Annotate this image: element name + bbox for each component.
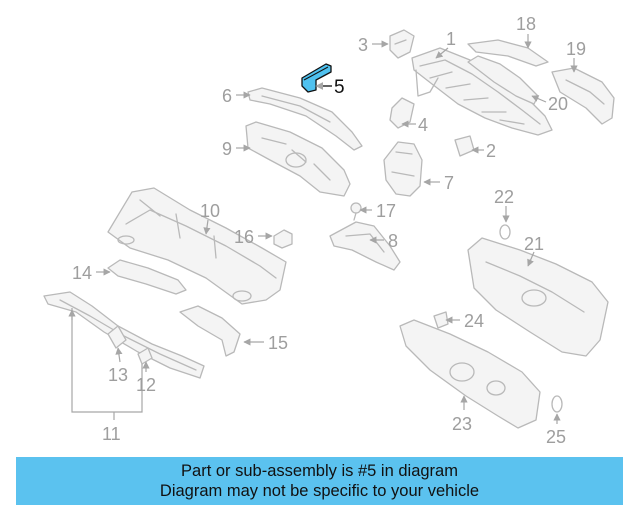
callout-12: 12 xyxy=(136,375,156,395)
callout-3: 3 xyxy=(358,35,368,55)
part-13-clip xyxy=(107,325,127,349)
callout-25: 25 xyxy=(546,427,566,447)
part-10-dash-panel xyxy=(107,187,287,305)
part-25-grommet xyxy=(551,395,563,413)
part-3-bracket xyxy=(389,29,415,59)
callout-8: 8 xyxy=(388,231,398,251)
part-23-insulator xyxy=(399,319,541,429)
callout-23: 23 xyxy=(452,414,472,434)
callout-22: 22 xyxy=(494,187,514,207)
part-17-bolt xyxy=(350,202,362,221)
part-8-member xyxy=(329,221,401,271)
leader-lines xyxy=(68,34,578,424)
callout-13: 13 xyxy=(108,365,128,385)
part-16-bracket xyxy=(273,229,293,249)
callout-14: 14 xyxy=(72,263,92,283)
callout-19: 19 xyxy=(566,39,586,59)
part-5-bracket-highlighted xyxy=(301,63,332,93)
part-6-reinforcement xyxy=(247,87,363,151)
part-14-brace xyxy=(107,259,187,295)
part-9-insulator xyxy=(245,121,351,197)
parts-diagram: 1 2 3 4 5 6 7 8 9 10 11 12 13 14 15 16 1… xyxy=(43,14,615,447)
callout-5: 5 xyxy=(334,77,345,98)
callout-11: 11 xyxy=(102,424,121,444)
part-21-insulator xyxy=(467,237,609,357)
banner-line-1: Part or sub-assembly is #5 in diagram xyxy=(181,462,458,480)
info-banner: Part or sub-assembly is #5 in diagram Di… xyxy=(16,457,623,505)
callout-16: 16 xyxy=(234,227,254,247)
callout-9: 9 xyxy=(222,139,232,159)
callout-numbers: 1 2 3 4 5 6 7 8 9 10 11 12 13 14 15 16 1… xyxy=(72,14,586,447)
part-22-grommet xyxy=(499,224,511,240)
part-2-bracket xyxy=(454,135,475,157)
callout-10: 10 xyxy=(200,201,220,221)
part-18-seal xyxy=(467,39,549,67)
part-19-end-panel xyxy=(551,67,615,125)
callout-2: 2 xyxy=(486,141,496,161)
callout-17: 17 xyxy=(376,201,396,221)
callout-1: 1 xyxy=(446,29,456,49)
part-12-clip xyxy=(137,347,153,365)
part-7-panel xyxy=(383,141,423,197)
callout-24: 24 xyxy=(464,311,484,331)
callout-21: 21 xyxy=(524,234,544,254)
callout-20: 20 xyxy=(548,94,568,114)
callout-18: 18 xyxy=(516,14,536,34)
callout-4: 4 xyxy=(418,115,428,135)
callout-6: 6 xyxy=(222,86,232,106)
callout-15: 15 xyxy=(268,333,288,353)
part-24-plug xyxy=(433,311,449,329)
part-15-brace xyxy=(179,305,241,357)
callout-7: 7 xyxy=(444,173,454,193)
banner-line-2: Diagram may not be specific to your vehi… xyxy=(159,482,480,500)
